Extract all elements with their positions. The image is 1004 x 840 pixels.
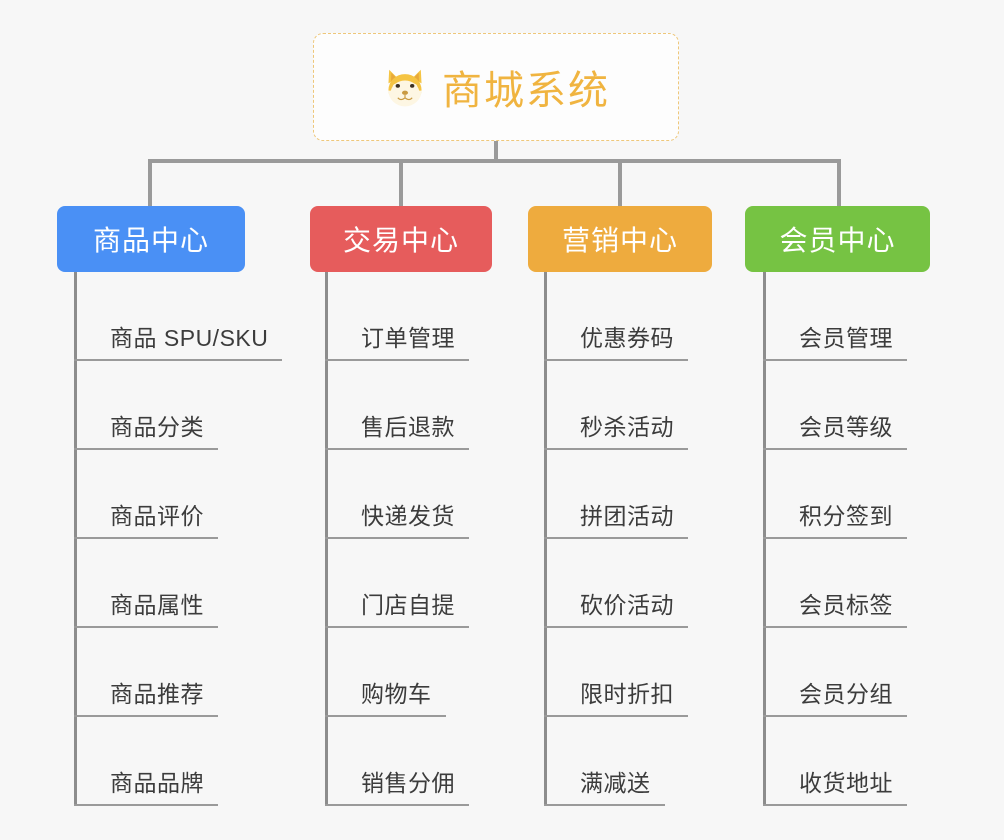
branch-column-1: 订单管理 售后退款 快递发货 门店自提 购物车 销售分佣 (325, 272, 469, 806)
shiba-dog-face-icon (382, 64, 428, 110)
category-box-2[interactable]: 营销中心 (528, 206, 712, 272)
category-label: 会员中心 (779, 225, 896, 256)
leaf-item[interactable]: 商品分类 (74, 361, 282, 450)
leaf-item[interactable]: 会员等级 (763, 361, 907, 450)
leaf-label: 快递发货 (361, 503, 455, 529)
category-label: 交易中心 (342, 225, 459, 256)
branch-column-3: 会员管理 会员等级 积分签到 会员标签 会员分组 收货地址 (763, 272, 907, 806)
leaf-item[interactable]: 商品 SPU/SKU (74, 272, 283, 361)
leaf-item[interactable]: 门店自提 (325, 539, 469, 628)
leaf-label: 商品分类 (110, 414, 204, 440)
leaf-item[interactable]: 销售分佣 (325, 717, 469, 806)
leaf-label: 会员等级 (799, 414, 893, 440)
leaf-label: 订单管理 (361, 325, 455, 351)
leaf-item[interactable]: 商品属性 (74, 539, 282, 628)
leaf-item[interactable]: 优惠券码 (544, 272, 688, 361)
leaf-label: 拼团活动 (580, 503, 674, 529)
leaf-item[interactable]: 商品品牌 (74, 717, 282, 806)
branch-column-2: 优惠券码 秒杀活动 拼团活动 砍价活动 限时折扣 满减送 (544, 272, 688, 806)
leaf-label: 限时折扣 (580, 681, 674, 707)
category-label: 营销中心 (561, 225, 678, 256)
leaf-label: 商品品牌 (110, 770, 204, 796)
leaf-item[interactable]: 商品评价 (74, 450, 282, 539)
leaf-label: 砍价活动 (580, 592, 674, 618)
leaf-label: 收货地址 (799, 770, 893, 796)
leaf-item[interactable]: 收货地址 (763, 717, 907, 806)
leaf-item[interactable]: 秒杀活动 (544, 361, 688, 450)
leaf-item[interactable]: 购物车 (325, 628, 469, 717)
leaf-label: 商品 SPU/SKU (110, 325, 269, 351)
leaf-label: 购物车 (361, 681, 432, 707)
leaf-label: 商品评价 (110, 503, 204, 529)
root-node[interactable]: 商城系统 (313, 33, 679, 141)
leaf-item[interactable]: 会员管理 (763, 272, 907, 361)
leaf-item[interactable]: 会员分组 (763, 628, 907, 717)
leaf-label: 会员分组 (799, 681, 893, 707)
branch-column-0: 商品 SPU/SKU 商品分类 商品评价 商品属性 商品推荐 商品品牌 (74, 272, 283, 806)
leaf-item[interactable]: 订单管理 (325, 272, 469, 361)
leaf-label: 售后退款 (361, 414, 455, 440)
leaf-label: 秒杀活动 (580, 414, 674, 440)
leaf-label: 会员标签 (799, 592, 893, 618)
connector-horizontal-bus (148, 159, 841, 163)
root-title: 商城系统 (442, 69, 610, 113)
leaf-label: 销售分佣 (361, 770, 455, 796)
leaf-label: 商品推荐 (110, 681, 204, 707)
category-box-1[interactable]: 交易中心 (310, 206, 492, 272)
connector-root-stem (494, 141, 498, 162)
connector-drop-1 (148, 159, 152, 207)
leaf-item[interactable]: 积分签到 (763, 450, 907, 539)
leaf-label: 会员管理 (799, 325, 893, 351)
leaf-item[interactable]: 满减送 (544, 717, 688, 806)
connector-drop-2 (399, 159, 403, 207)
connector-drop-3 (618, 159, 622, 207)
category-box-0[interactable]: 商品中心 (57, 206, 245, 272)
connector-drop-4 (837, 159, 841, 207)
leaf-label: 优惠券码 (580, 325, 674, 351)
leaf-item[interactable]: 商品推荐 (74, 628, 282, 717)
leaf-label: 满减送 (580, 770, 651, 796)
leaf-item[interactable]: 限时折扣 (544, 628, 688, 717)
leaf-label: 商品属性 (110, 592, 204, 618)
leaf-item[interactable]: 售后退款 (325, 361, 469, 450)
leaf-item[interactable]: 砍价活动 (544, 539, 688, 628)
leaf-label: 门店自提 (361, 592, 455, 618)
category-box-3[interactable]: 会员中心 (745, 206, 930, 272)
leaf-item[interactable]: 拼团活动 (544, 450, 688, 539)
leaf-item[interactable]: 会员标签 (763, 539, 907, 628)
leaf-item[interactable]: 快递发货 (325, 450, 469, 539)
leaf-label: 积分签到 (799, 503, 893, 529)
category-label: 商品中心 (92, 225, 209, 256)
